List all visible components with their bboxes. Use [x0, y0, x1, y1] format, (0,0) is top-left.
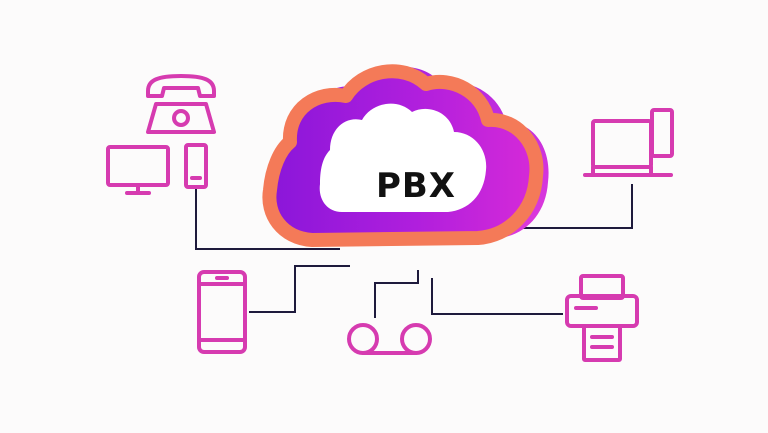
cloud-inner: [319, 103, 487, 212]
smartphone-icon: [197, 270, 247, 354]
connector-computer: [195, 186, 340, 250]
connector-smartphone: [249, 265, 350, 313]
pbx-cloud: PBX: [262, 64, 549, 247]
connector-voicemail: [374, 270, 419, 318]
connector-printer: [431, 278, 563, 315]
printer-icon: [565, 274, 639, 362]
voicemail-icon: [347, 323, 432, 355]
pbx-label: PBX: [376, 166, 456, 206]
telephone-icon: [146, 74, 216, 134]
laptop-icon: [583, 108, 674, 177]
desktop-computer-icon: [106, 143, 208, 195]
